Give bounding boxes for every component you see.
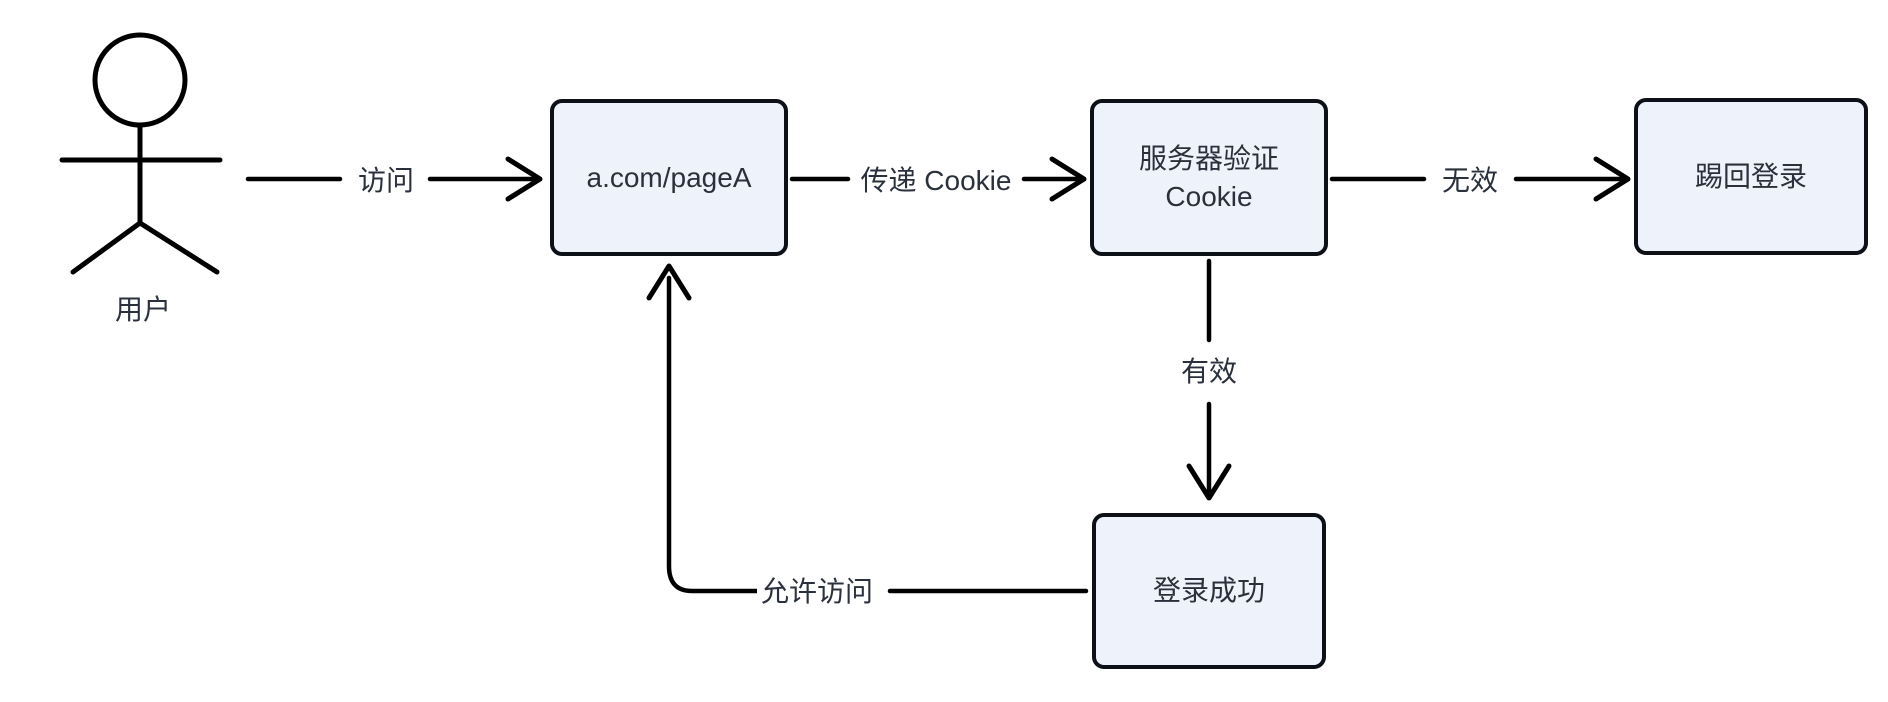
edge-label-pass-cookie: 传递 Cookie [856, 164, 1016, 198]
edge-label-allow-visit: 允许访问 [756, 575, 878, 609]
arrowhead-down-icon [1186, 463, 1232, 501]
actor-label: 用户 [114, 294, 171, 325]
edge-invalid-arrow [1329, 156, 1631, 202]
edge-label-invalid: 无效 [1437, 164, 1503, 198]
arrowhead-right-icon [1049, 156, 1087, 202]
edge-valid-arrow [1186, 258, 1232, 501]
edge-allow-arrow [646, 263, 1089, 594]
actor-legs [70, 220, 220, 275]
node-server-verify-cookie-label: 服务器验证 Cookie [1138, 142, 1279, 212]
node-login-success: 登录成功 [1092, 513, 1326, 669]
edge-visit-arrow [245, 156, 543, 202]
node-a-com-pagea: a.com/pageA [550, 99, 788, 256]
user-stick-figure-icon [59, 32, 223, 275]
node-server-verify-cookie: 服务器验证 Cookie [1090, 99, 1328, 256]
node-login-success-label: 登录成功 [1152, 575, 1265, 606]
node-kick-back-login-label: 踢回登录 [1694, 160, 1807, 192]
arrowhead-up-icon [646, 263, 692, 301]
edge-label-visit: 访问 [353, 164, 419, 198]
edge-pass-cookie-arrow [789, 156, 1087, 202]
actor-head [92, 32, 188, 128]
node-a-com-pagea-label: a.com/pageA [586, 161, 752, 193]
node-kick-back-login: 踢回登录 [1634, 98, 1868, 255]
arrowhead-right-icon [1593, 156, 1631, 202]
edge-label-valid: 有效 [1176, 355, 1242, 389]
arrowhead-right-icon [505, 156, 543, 202]
